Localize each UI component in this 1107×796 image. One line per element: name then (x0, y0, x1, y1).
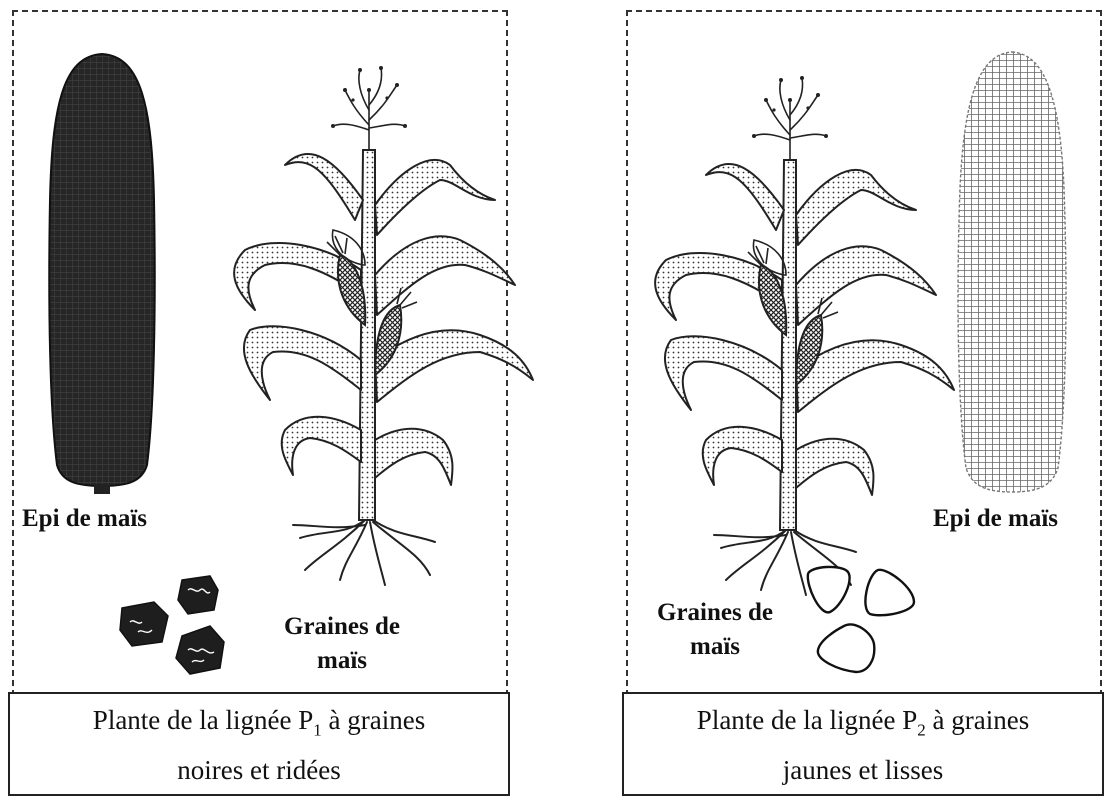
light-corn-ear-icon (950, 48, 1075, 498)
caption-line-1: Plante de la lignée P1 à graines (10, 700, 508, 750)
caption-line-1: Plante de la lignée P2 à graines (624, 700, 1102, 750)
left-caption: Plante de la lignée P1 à graines noires … (8, 692, 510, 796)
caption-line-2: jaunes et lisses (624, 750, 1102, 790)
ear-label: Epi de maïs (933, 505, 1058, 533)
caption-line-2: noires et ridées (10, 750, 508, 790)
right-caption: Plante de la lignée P2 à graines jaunes … (622, 692, 1104, 796)
wrinkled-black-grain-icon (118, 572, 248, 682)
dark-corn-ear-icon (42, 50, 162, 500)
ear-label: Epi de maïs (22, 505, 147, 533)
grains-label: Graines de maïs (262, 610, 422, 678)
smooth-yellow-grain-icon (798, 560, 928, 680)
corn-plant-icon (215, 30, 535, 590)
corn-plant-icon (636, 40, 956, 600)
grains-label: Graines de maïs (640, 596, 790, 664)
